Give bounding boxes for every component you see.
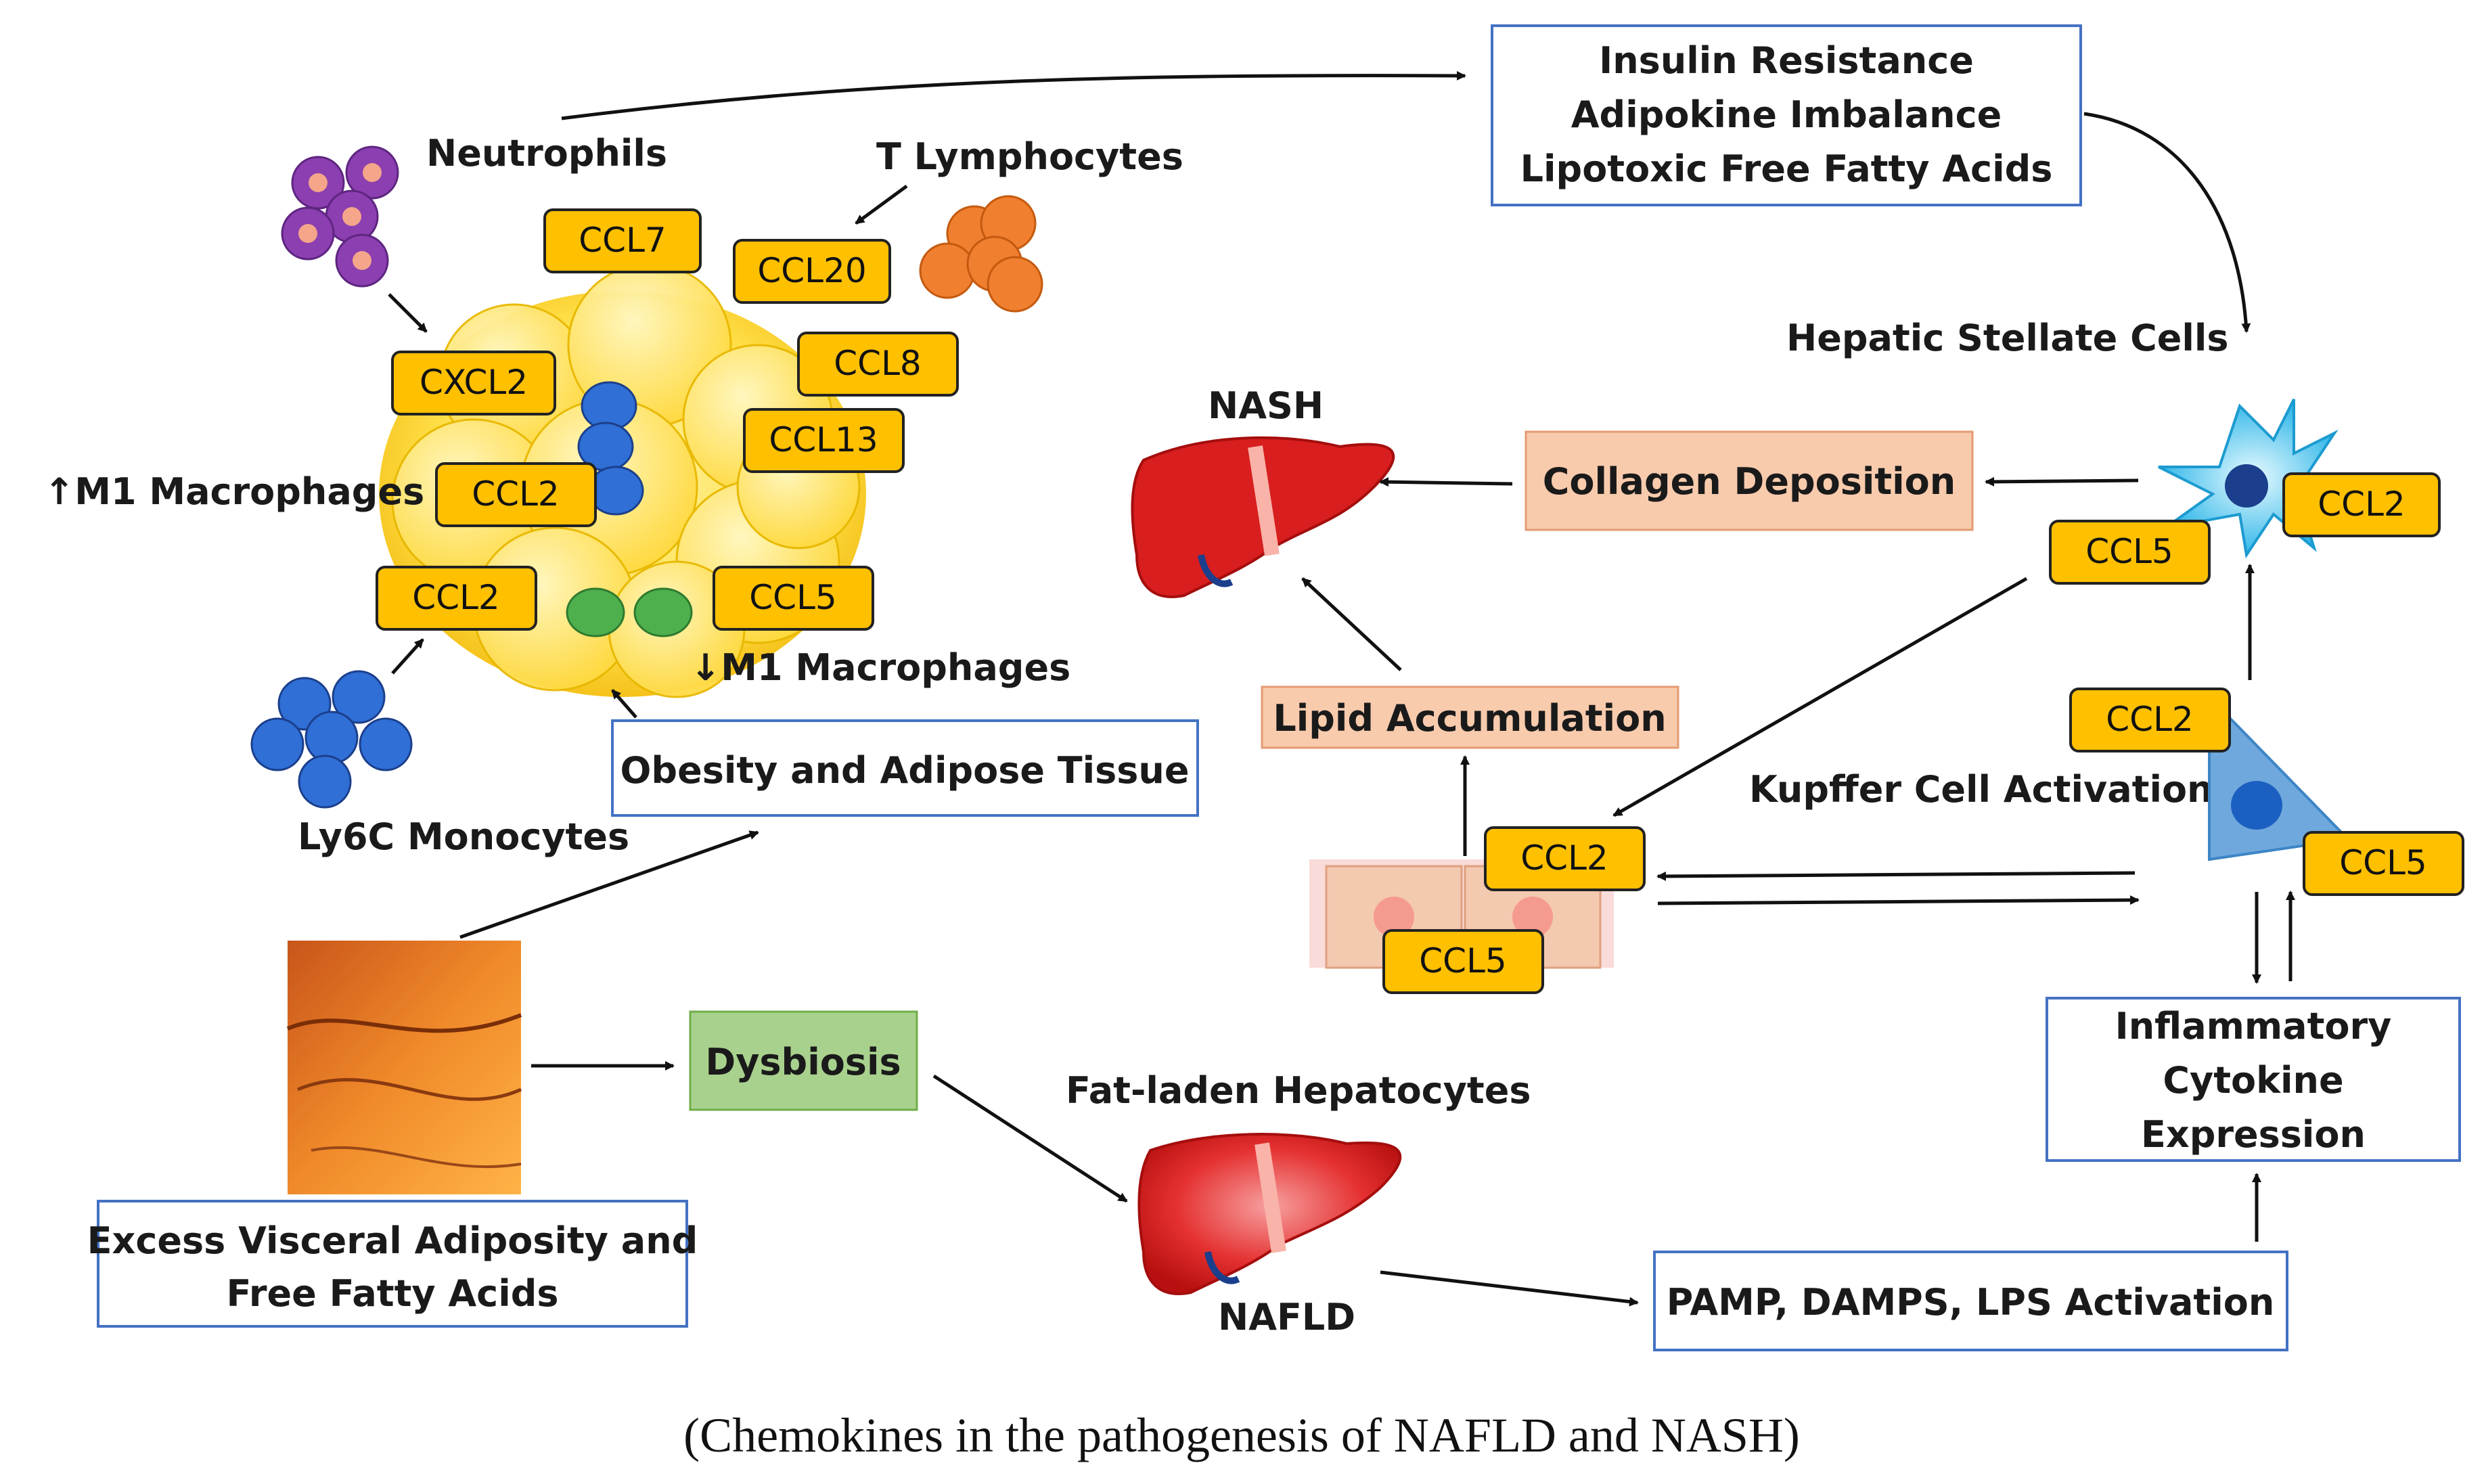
svg-text:CCL2: CCL2 xyxy=(412,578,500,617)
kupffer-cell-activation-label: Kupffer Cell Activation xyxy=(1749,768,2213,811)
svg-text:Lipid Accumulation: Lipid Accumulation xyxy=(1273,697,1666,740)
arrow-dysbiosis-to-nafld xyxy=(932,1074,1128,1203)
svg-text:CCL20: CCL20 xyxy=(757,251,866,290)
chemokine-ccl2-hsc: CCL2 xyxy=(2282,472,2441,537)
nash-liver-icon xyxy=(1131,436,1395,598)
svg-text:CCL5: CCL5 xyxy=(749,578,837,617)
svg-text:CCL13: CCL13 xyxy=(769,420,878,459)
arrow-belly-to-obesity xyxy=(459,830,759,939)
svg-text:Expression: Expression xyxy=(2141,1113,2366,1156)
ly6c-monocytes-label: Ly6C Monocytes xyxy=(298,815,629,858)
figure-caption: (Chemokines in the pathogenesis of NAFLD… xyxy=(683,1408,1800,1462)
macrophage-blue-cells-icon xyxy=(577,381,644,516)
svg-text:Obesity and Adipose Tissue: Obesity and Adipose Tissue xyxy=(620,749,1190,792)
svg-text:Collagen Deposition: Collagen Deposition xyxy=(1543,460,1956,503)
obesity-adipose-box: Obesity and Adipose Tissue xyxy=(611,719,1199,817)
svg-text:Lipotoxic Free Fatty Acids: Lipotoxic Free Fatty Acids xyxy=(1520,148,2053,190)
visceral-belly-image xyxy=(286,941,522,1194)
insulin-resistance-box: Insulin Resistance Adipokine Imbalance L… xyxy=(1491,24,2082,206)
t-lymphocytes-cluster-icon xyxy=(919,195,1043,313)
chemokine-ccl2-adipose-upper: CCL2 xyxy=(435,462,597,527)
svg-text:Inflammatory: Inflammatory xyxy=(2115,1005,2392,1048)
arrow-hsc-to-collagen xyxy=(1985,476,2139,487)
svg-text:CCL2: CCL2 xyxy=(2318,485,2406,524)
svg-text:PAMP, DAMPS, LPS Activation: PAMP, DAMPS, LPS Activation xyxy=(1667,1281,2275,1324)
arrow-kupffer-to-hepatocyte xyxy=(1656,871,2136,881)
arrow-obesity-to-adipose xyxy=(611,689,637,719)
excess-visceral-adiposity-box: Excess Visceral Adiposity and Free Fatty… xyxy=(87,1200,698,1328)
macrophage-green-cells-icon xyxy=(566,587,693,637)
m1-macrophages-up-label: ↑M1 Macrophages xyxy=(44,470,424,513)
svg-text:Dysbiosis: Dysbiosis xyxy=(705,1041,901,1083)
svg-text:Adipokine Imbalance: Adipokine Imbalance xyxy=(1571,93,2002,136)
svg-text:Excess Visceral Adiposity and: Excess Visceral Adiposity and xyxy=(87,1219,698,1262)
arrow-adipose-to-insulin xyxy=(561,70,1466,120)
kupffer-cell-icon xyxy=(2208,694,2351,861)
arrow-lipid-to-nash xyxy=(1301,577,1402,671)
neutrophils-cluster-icon xyxy=(281,145,399,288)
collagen-deposition-box: Collagen Deposition xyxy=(1525,430,1974,531)
inflammatory-cytokine-box: Inflammatory Cytokine Expression xyxy=(2046,997,2461,1162)
neutrophils-label: Neutrophils xyxy=(426,132,667,175)
chemokine-ccl5-hsc: CCL5 xyxy=(2049,520,2211,585)
flow-arrows xyxy=(388,70,2295,1307)
t-lymphocytes-label: T Lymphocytes xyxy=(876,135,1183,178)
nash-label: NASH xyxy=(1208,384,1324,427)
ly6c-monocytes-cluster-icon xyxy=(250,670,413,809)
nafld-liver-icon xyxy=(1137,1133,1402,1295)
arrow-hsc-ccl5-to-hepatocyte xyxy=(1612,577,2028,817)
svg-text:CCL8: CCL8 xyxy=(834,344,922,383)
arrow-monocytes-to-adipose xyxy=(391,638,424,675)
svg-text:Insulin Resistance: Insulin Resistance xyxy=(1599,39,1974,82)
svg-text:CXCL2: CXCL2 xyxy=(420,363,528,402)
chemokine-ccl2-kupffer: CCL2 xyxy=(2069,688,2231,752)
chemokine-ccl8: CCL8 xyxy=(797,332,959,397)
svg-text:CCL2: CCL2 xyxy=(2106,700,2194,739)
chemokine-ccl5-kupffer: CCL5 xyxy=(2303,831,2464,896)
chemokine-ccl20: CCL20 xyxy=(733,239,891,304)
chemokine-ccl7: CCL7 xyxy=(543,208,702,273)
chemokine-ccl5-hepatocyte: CCL5 xyxy=(1382,929,1544,994)
chemokine-ccl5-adipose: CCL5 xyxy=(713,566,874,631)
arrow-hepatocyte-to-kupffer xyxy=(1657,895,2140,905)
svg-text:Free Fatty Acids: Free Fatty Acids xyxy=(226,1272,558,1315)
arrow-nafld-to-pamp xyxy=(1380,1270,1639,1307)
chemokine-cxcl2: CXCL2 xyxy=(391,351,556,415)
pamp-damps-lps-box: PAMP, DAMPS, LPS Activation xyxy=(1653,1251,2288,1351)
svg-text:CCL2: CCL2 xyxy=(472,474,560,514)
arrow-insulin-to-hsc xyxy=(2083,112,2251,333)
nafld-label: NAFLD xyxy=(1218,1296,1355,1339)
svg-text:CCL2: CCL2 xyxy=(1520,838,1608,878)
svg-text:CCL5: CCL5 xyxy=(2085,532,2173,571)
chemokine-ccl13: CCL13 xyxy=(743,408,905,473)
svg-text:CCL5: CCL5 xyxy=(2339,843,2427,882)
arrow-neutrophils-to-adipose xyxy=(388,293,428,333)
hepatic-stellate-cells-label: Hepatic Stellate Cells xyxy=(1786,317,2228,359)
dysbiosis-box: Dysbiosis xyxy=(689,1010,918,1111)
fat-laden-hepatocytes-label: Fat-laden Hepatocytes xyxy=(1066,1069,1531,1112)
svg-text:CCL7: CCL7 xyxy=(579,221,667,260)
chemokine-ccl2-hepatocyte: CCL2 xyxy=(1484,826,1646,891)
svg-text:Cytokine: Cytokine xyxy=(2163,1059,2343,1102)
arrow-collagen-to-nash xyxy=(1379,477,1513,487)
chemokine-ccl2-adipose-lower: CCL2 xyxy=(376,566,537,631)
lipid-accumulation-box: Lipid Accumulation xyxy=(1261,685,1679,749)
svg-text:CCL5: CCL5 xyxy=(1419,941,1507,981)
m1-macrophages-down-label: ↓M1 Macrophages xyxy=(690,646,1070,689)
arrow-tlymph-to-adipose xyxy=(855,184,908,225)
